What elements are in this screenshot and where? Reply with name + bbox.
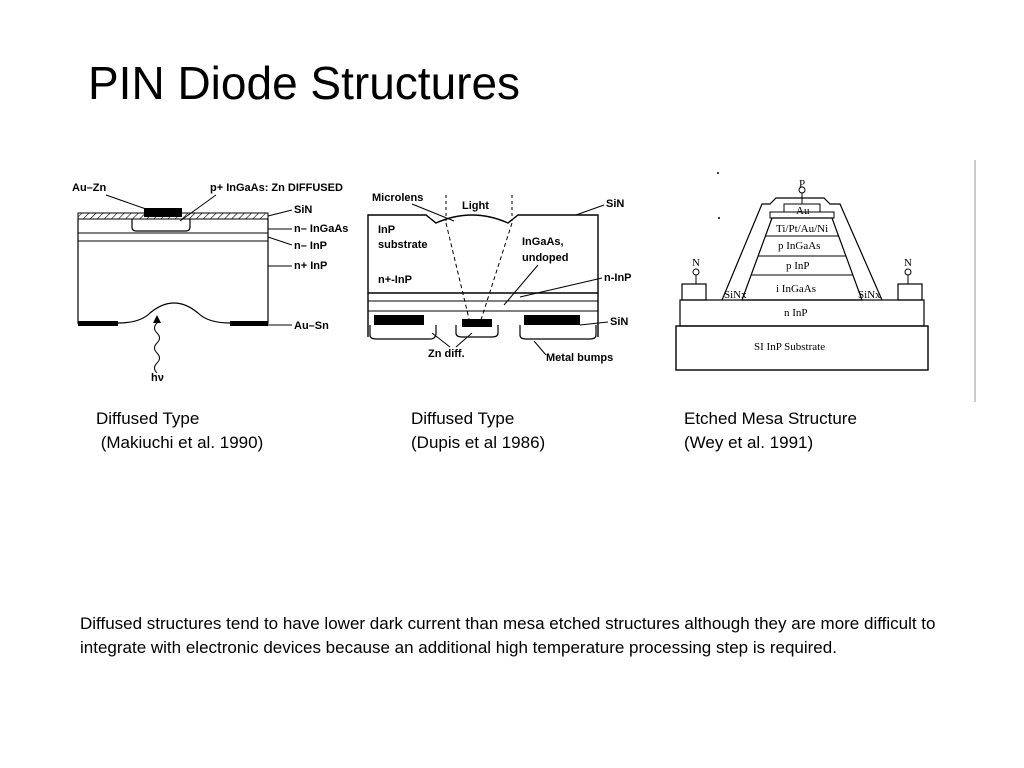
caption-reference: (Makiuchi et al. 1990) (96, 433, 264, 452)
metal-bumps-label: Metal bumps (546, 352, 613, 364)
light-arrow (154, 319, 160, 374)
inp-label: InP (378, 224, 395, 236)
diagram-dupis-pin: Microlens Light SiN InP substrate InGaAs… (367, 192, 632, 364)
sinx-left-label: SiNx (724, 289, 747, 301)
n-inp-label: n– InP (294, 240, 327, 252)
substrate-body (77, 219, 269, 324)
light-label: Light (462, 200, 489, 212)
au-sn-contact (78, 321, 118, 326)
p-ingaas-label: p InGaAs (778, 240, 820, 252)
caption-type: Diffused Type (96, 409, 200, 428)
substrate-label: SI InP Substrate (754, 341, 825, 353)
summary-text: Diffused structures tend to have lower d… (80, 614, 936, 657)
n-left-label: N (692, 257, 700, 269)
caption-type: Diffused Type (411, 409, 515, 428)
n-right-label: N (904, 257, 912, 269)
p-ingaas-label: p+ InGaAs: Zn DIFFUSED (210, 182, 343, 194)
n-plus-inp-label: n+ InP (294, 260, 327, 272)
n-ingaas-label: n– InGaAs (294, 223, 348, 235)
au-sn-label: Au–Sn (294, 320, 329, 332)
hv-label: hν (151, 372, 164, 384)
diagram-makiuchi-pin: hν Au–Zn p+ InGaAs: Zn DIFFUSED SiN n– I… (72, 182, 348, 384)
substrate-label: substrate (378, 239, 428, 251)
n-inp-label: n-InP (604, 272, 632, 284)
caption-wey: Etched Mesa Structure (Wey et al. 1991) (684, 407, 857, 455)
au-label: Au (796, 205, 810, 217)
diagram-wey-mesa: P Au Ti/Pt/Au/Ni p InGaAs p InP i InGaAs… (675, 160, 976, 402)
caption-makiuchi: Diffused Type (Makiuchi et al. 1990) (96, 407, 263, 455)
undoped-label: undoped (522, 252, 568, 264)
caption-dupis: Diffused Type (Dupis et al 1986) (411, 407, 545, 455)
n-contact-right (897, 283, 923, 301)
p-terminal-label: P (799, 178, 805, 190)
metal-stack-label: Ti/Pt/Au/Ni (776, 223, 828, 235)
sinx-passivation (721, 197, 883, 301)
n-contact-left (681, 283, 707, 301)
microlens-label: Microlens (372, 192, 423, 204)
slide-title: PIN Diode Structures (88, 57, 521, 109)
n-inp-label: n InP (784, 307, 808, 319)
sin-bottom-label: SiN (610, 316, 628, 328)
i-ingaas-label: i InGaAs (776, 283, 816, 295)
metal-bump (374, 315, 424, 325)
sin-top-label: SiN (606, 198, 624, 210)
caption-reference: (Wey et al. 1991) (684, 433, 814, 452)
inp-substrate (367, 214, 599, 294)
diffused-region (131, 219, 191, 232)
caption-reference: (Dupis et al 1986) (411, 433, 546, 452)
sin-label: SiN (294, 204, 312, 216)
p-inp-label: p InP (786, 260, 810, 272)
zn-diff-label: Zn diff. (428, 348, 465, 360)
sinx-right-label: SiNx (858, 289, 881, 301)
ingaas-label: InGaAs, (522, 236, 564, 248)
caption-type: Etched Mesa Structure (684, 409, 857, 428)
au-zn-label: Au–Zn (72, 182, 107, 194)
au-zn-contact (144, 208, 182, 217)
n-plus-inp-label: n+-InP (378, 274, 412, 286)
